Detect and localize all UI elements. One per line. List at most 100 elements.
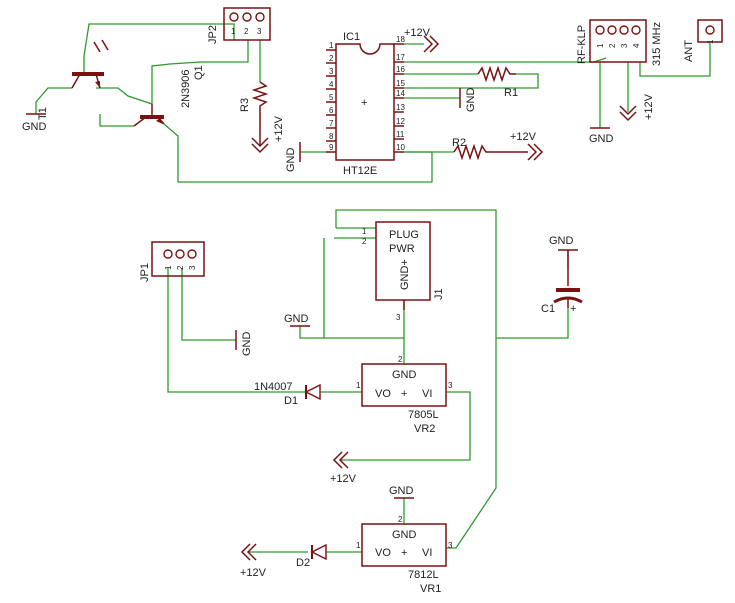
supply-arrow-icon (619, 105, 637, 116)
rf-pin-label: 3 (620, 43, 629, 48)
r1-resistor: R1 (477, 65, 518, 99)
gnd-symbol-j1: GND (284, 313, 310, 327)
ic1-pin-label: 5 (329, 93, 334, 102)
rf-klp-body (589, 19, 647, 63)
jp2-pin-2 (242, 12, 252, 22)
ic1-body (335, 43, 395, 161)
wire-r1-to-pin15 (404, 73, 539, 89)
vr1-pin3-label: 3 (448, 541, 453, 550)
vr2-label: VR2 (414, 423, 435, 435)
d2-triangle (310, 543, 327, 561)
d1-part-label: 1N4007 (254, 381, 293, 393)
light-ray-1 (93, 41, 101, 53)
ic1-pin-label: 6 (329, 106, 334, 115)
rf-pin-label: 4 (632, 43, 641, 48)
gnd-rf-label: GND (589, 133, 614, 145)
c1-capacitor: C1 + (541, 250, 583, 315)
light-ray-2 (101, 39, 109, 51)
jp2-pin-3 (255, 12, 265, 22)
ic1-pin-label: 17 (396, 53, 405, 62)
jp2-pin-label-1: 1 (231, 27, 236, 36)
ic1-pin-label: 11 (396, 130, 405, 139)
r2-zigzag (453, 143, 528, 161)
wire-t1-to-jp2 (83, 23, 235, 74)
plus12-r2-label: +12V (510, 131, 537, 143)
c1-label: C1 (541, 303, 555, 315)
c1-plus-label: + (570, 303, 576, 315)
jp2-label: JP2 (207, 25, 219, 44)
gnd-symbol-t1: GND (22, 113, 47, 133)
vr1-vi-label: VI (422, 547, 432, 559)
j1-pin1-label: 1 (362, 227, 367, 236)
jp1-body (151, 241, 205, 277)
ic1-pin-label: 13 (396, 103, 405, 112)
wire-rf-to-ant (639, 42, 711, 77)
ant-pin-label: 1 (706, 39, 715, 44)
ic1-right-pins: 18 17 16 15 14 13 12 11 10 (394, 35, 405, 153)
wire-q1-to-ic1 (163, 123, 433, 183)
vr1-pin2-label: 2 (398, 515, 403, 524)
jp1-pin-1 (163, 249, 173, 259)
q1-part-label: 2N3906 (180, 69, 192, 108)
jp1-label: JP1 (139, 263, 151, 282)
ic1-pin-label: 16 (396, 65, 405, 74)
rf-pin-2 (607, 25, 617, 35)
rf-klp-module: 1 2 3 4 RF-KLP 315 MHz (576, 19, 663, 66)
gnd-symbol-rf: GND (589, 127, 614, 145)
ic1-pin-label: 15 (396, 79, 405, 88)
jp1-pin-label: 1 (164, 265, 173, 270)
rf-pin-3 (619, 25, 629, 35)
gnd-jp1-label: GND (241, 332, 253, 357)
rf-pin-label: 1 (596, 43, 605, 48)
d2-label: D2 (296, 557, 310, 569)
vr2-pin1-label: 1 (356, 381, 361, 390)
vr2-regulator: 2 GND VO + VI 1 3 7805L VR2 (356, 355, 453, 435)
gnd-ic-left-label: GND (285, 148, 297, 173)
plus12-rf-label: +12V (643, 93, 655, 120)
vr1-regulator: 2 GND VO + VI 1 3 7812L VR1 (356, 515, 453, 595)
ic1-chip: IC1 HT12E + 1 2 3 4 5 6 7 8 9 18 17 16 1… (326, 31, 405, 177)
gnd-symbol-ic-right: GND (459, 88, 477, 112)
r3-label: R3 (239, 98, 251, 112)
r3-zigzag (251, 81, 269, 126)
gnd-j1-label: GND (284, 313, 309, 325)
jp2-pin-1 (229, 12, 239, 22)
wire-vr2-vi-12v (340, 391, 471, 461)
d1-diode: 1N4007 D1 (254, 381, 321, 407)
vr1-vo-label: VO (375, 547, 391, 559)
ic1-pin-label: 18 (396, 35, 405, 44)
wires (35, 23, 711, 553)
wire-jp2-to-q1 (151, 40, 249, 104)
rf-pin-4 (631, 25, 641, 35)
d1-label: D1 (284, 395, 298, 407)
vr1-gnd-label: GND (392, 529, 417, 541)
jp2-body (223, 7, 271, 41)
jp1-pin-label: 2 (176, 265, 185, 270)
r2-label: R2 (452, 137, 466, 149)
j1-pin2-label: 2 (362, 237, 367, 246)
vr1-part-label: 7812L (408, 569, 439, 581)
ic1-pin-label: 3 (329, 67, 334, 76)
wire-jp1-gnd (181, 268, 236, 341)
wire-j1-pin2-gnd (299, 238, 325, 339)
r1-zigzag (477, 65, 516, 83)
gnd-symbol-ic-left: GND (285, 142, 301, 173)
d1-triangle (304, 383, 321, 401)
jp1-header: 1 2 3 JP1 (139, 241, 205, 282)
gnd-t1-label: GND (22, 121, 47, 133)
ic1-left-pins: 1 2 3 4 5 6 7 8 9 (326, 41, 336, 153)
r2-resistor: R2 (452, 137, 528, 161)
plus12-vr2-label: +12V (330, 473, 357, 485)
ic1-pin-label: 4 (329, 80, 334, 89)
ant-connector: 1 ANT (683, 19, 723, 62)
plus12-d2-label: +12V (240, 567, 267, 579)
ant-body (697, 19, 723, 43)
vr2-vo-label: VO (375, 388, 391, 400)
ic1-pin-label: 2 (329, 54, 334, 63)
supply-arrow-icon (240, 543, 251, 561)
jp2-pin-label-2: 2 (244, 27, 249, 36)
q1-arrow-icon (156, 118, 163, 124)
supply-12v-r2: +12V (510, 131, 544, 161)
vr1-plus-label: + (401, 547, 407, 559)
